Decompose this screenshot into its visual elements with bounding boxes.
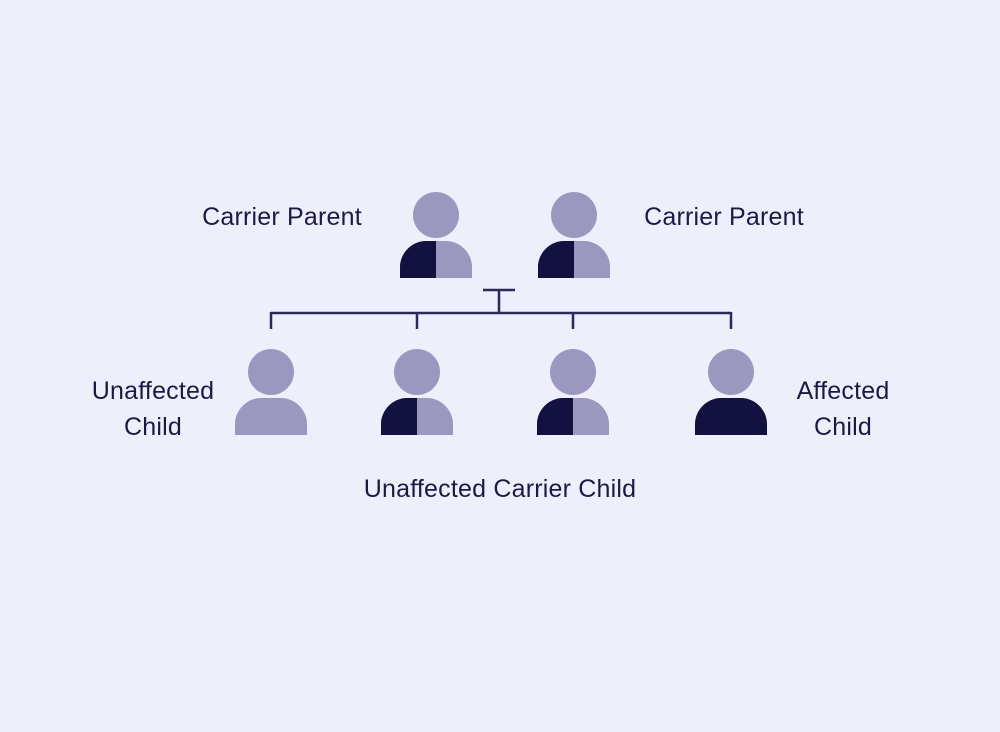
label-affected-child: Affected Child [768,373,918,445]
person-icon-carrier-child-1 [381,349,453,435]
label-carrier-parent-left: Carrier Parent [182,199,382,235]
label-unaffected-child: Unaffected Child [63,373,243,445]
label-text: Carrier Parent [644,203,804,231]
label-unaffected-carrier-child: Unaffected Carrier Child [298,471,702,507]
person-icon-carrier-parent-left [400,192,472,278]
label-line-1: Affected [796,377,890,405]
label-text: Unaffected Carrier Child [363,475,637,503]
person-icon-affected-child [695,349,767,435]
person-icon-carrier-parent-right [538,192,610,278]
person-icon-carrier-child-2 [537,349,609,435]
label-carrier-parent-right: Carrier Parent [624,199,824,235]
family-tree-connectors [269,288,733,329]
person-icon-unaffected-child [235,349,307,435]
label-line-1: Unaffected [91,377,215,405]
label-line-2: Child [814,413,872,441]
label-line-2: Child [124,413,182,441]
label-text: Carrier Parent [202,203,362,231]
